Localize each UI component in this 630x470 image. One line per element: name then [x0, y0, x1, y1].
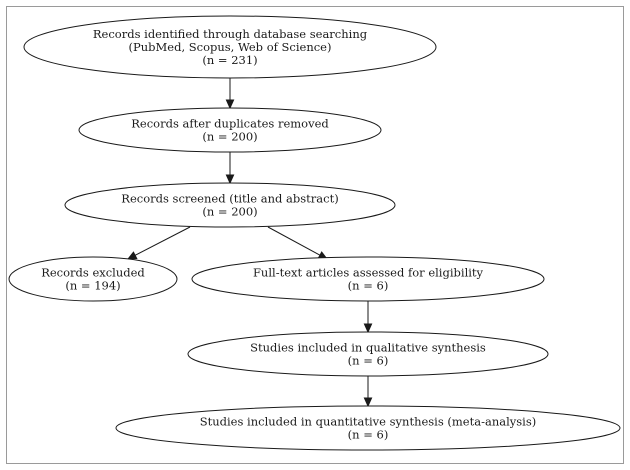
- node-identified-label-line: (n = 231): [202, 53, 257, 67]
- node-identified-label-line: Records identified through database sear…: [93, 27, 368, 41]
- node-deduplicated-shape: [78, 107, 382, 153]
- node-quantitative-label-line: Studies included in quantitative synthes…: [200, 415, 537, 429]
- node-excluded-shape: [8, 256, 178, 302]
- node-excluded: Records excluded(n = 194): [8, 256, 178, 302]
- node-qualitative-shape: [187, 331, 549, 377]
- node-screened-label-line: (n = 200): [202, 205, 257, 219]
- node-qualitative-label-line: Studies included in qualitative synthesi…: [250, 341, 486, 355]
- node-identified: Records identified through database sear…: [23, 15, 437, 79]
- diagram-border: [6, 6, 624, 464]
- node-screened: Records screened (title and abstract)(n …: [64, 182, 396, 228]
- node-fulltext-shape: [191, 256, 545, 302]
- node-quantitative-label-line: (n = 6): [348, 428, 389, 442]
- node-qualitative: Studies included in qualitative synthesi…: [187, 331, 549, 377]
- node-fulltext-label-line: Full-text articles assessed for eligibil…: [253, 266, 484, 280]
- arrowhead-icon: [363, 397, 373, 408]
- node-screened-shape: [64, 182, 396, 228]
- node-qualitative-label-line: (n = 6): [348, 354, 389, 368]
- arrowhead-icon: [363, 323, 373, 334]
- node-quantitative: Studies included in quantitative synthes…: [115, 405, 621, 451]
- node-deduplicated-label-line: Records after duplicates removed: [131, 117, 329, 131]
- node-quantitative-shape: [115, 405, 621, 451]
- node-fulltext-label-line: (n = 6): [348, 279, 389, 293]
- arrowhead-icon: [225, 99, 235, 110]
- node-identified-label-line: (PubMed, Scopus, Web of Science): [129, 40, 332, 54]
- arrowhead-icon: [126, 251, 138, 260]
- node-fulltext: Full-text articles assessed for eligibil…: [191, 256, 545, 302]
- arrowhead-icon: [225, 174, 235, 185]
- node-deduplicated-label-line: (n = 200): [202, 130, 257, 144]
- edge-screened-to-fulltext: [267, 226, 321, 256]
- node-excluded-label-line: Records excluded: [41, 266, 145, 280]
- edges-layer: [126, 78, 373, 408]
- node-deduplicated: Records after duplicates removed(n = 200…: [78, 107, 382, 153]
- node-excluded-label-line: (n = 194): [65, 279, 120, 293]
- node-identified-shape: [23, 15, 437, 79]
- edge-screened-to-excluded: [134, 226, 191, 256]
- node-screened-label-line: Records screened (title and abstract): [121, 192, 338, 206]
- nodes-layer: Records identified through database sear…: [8, 15, 621, 451]
